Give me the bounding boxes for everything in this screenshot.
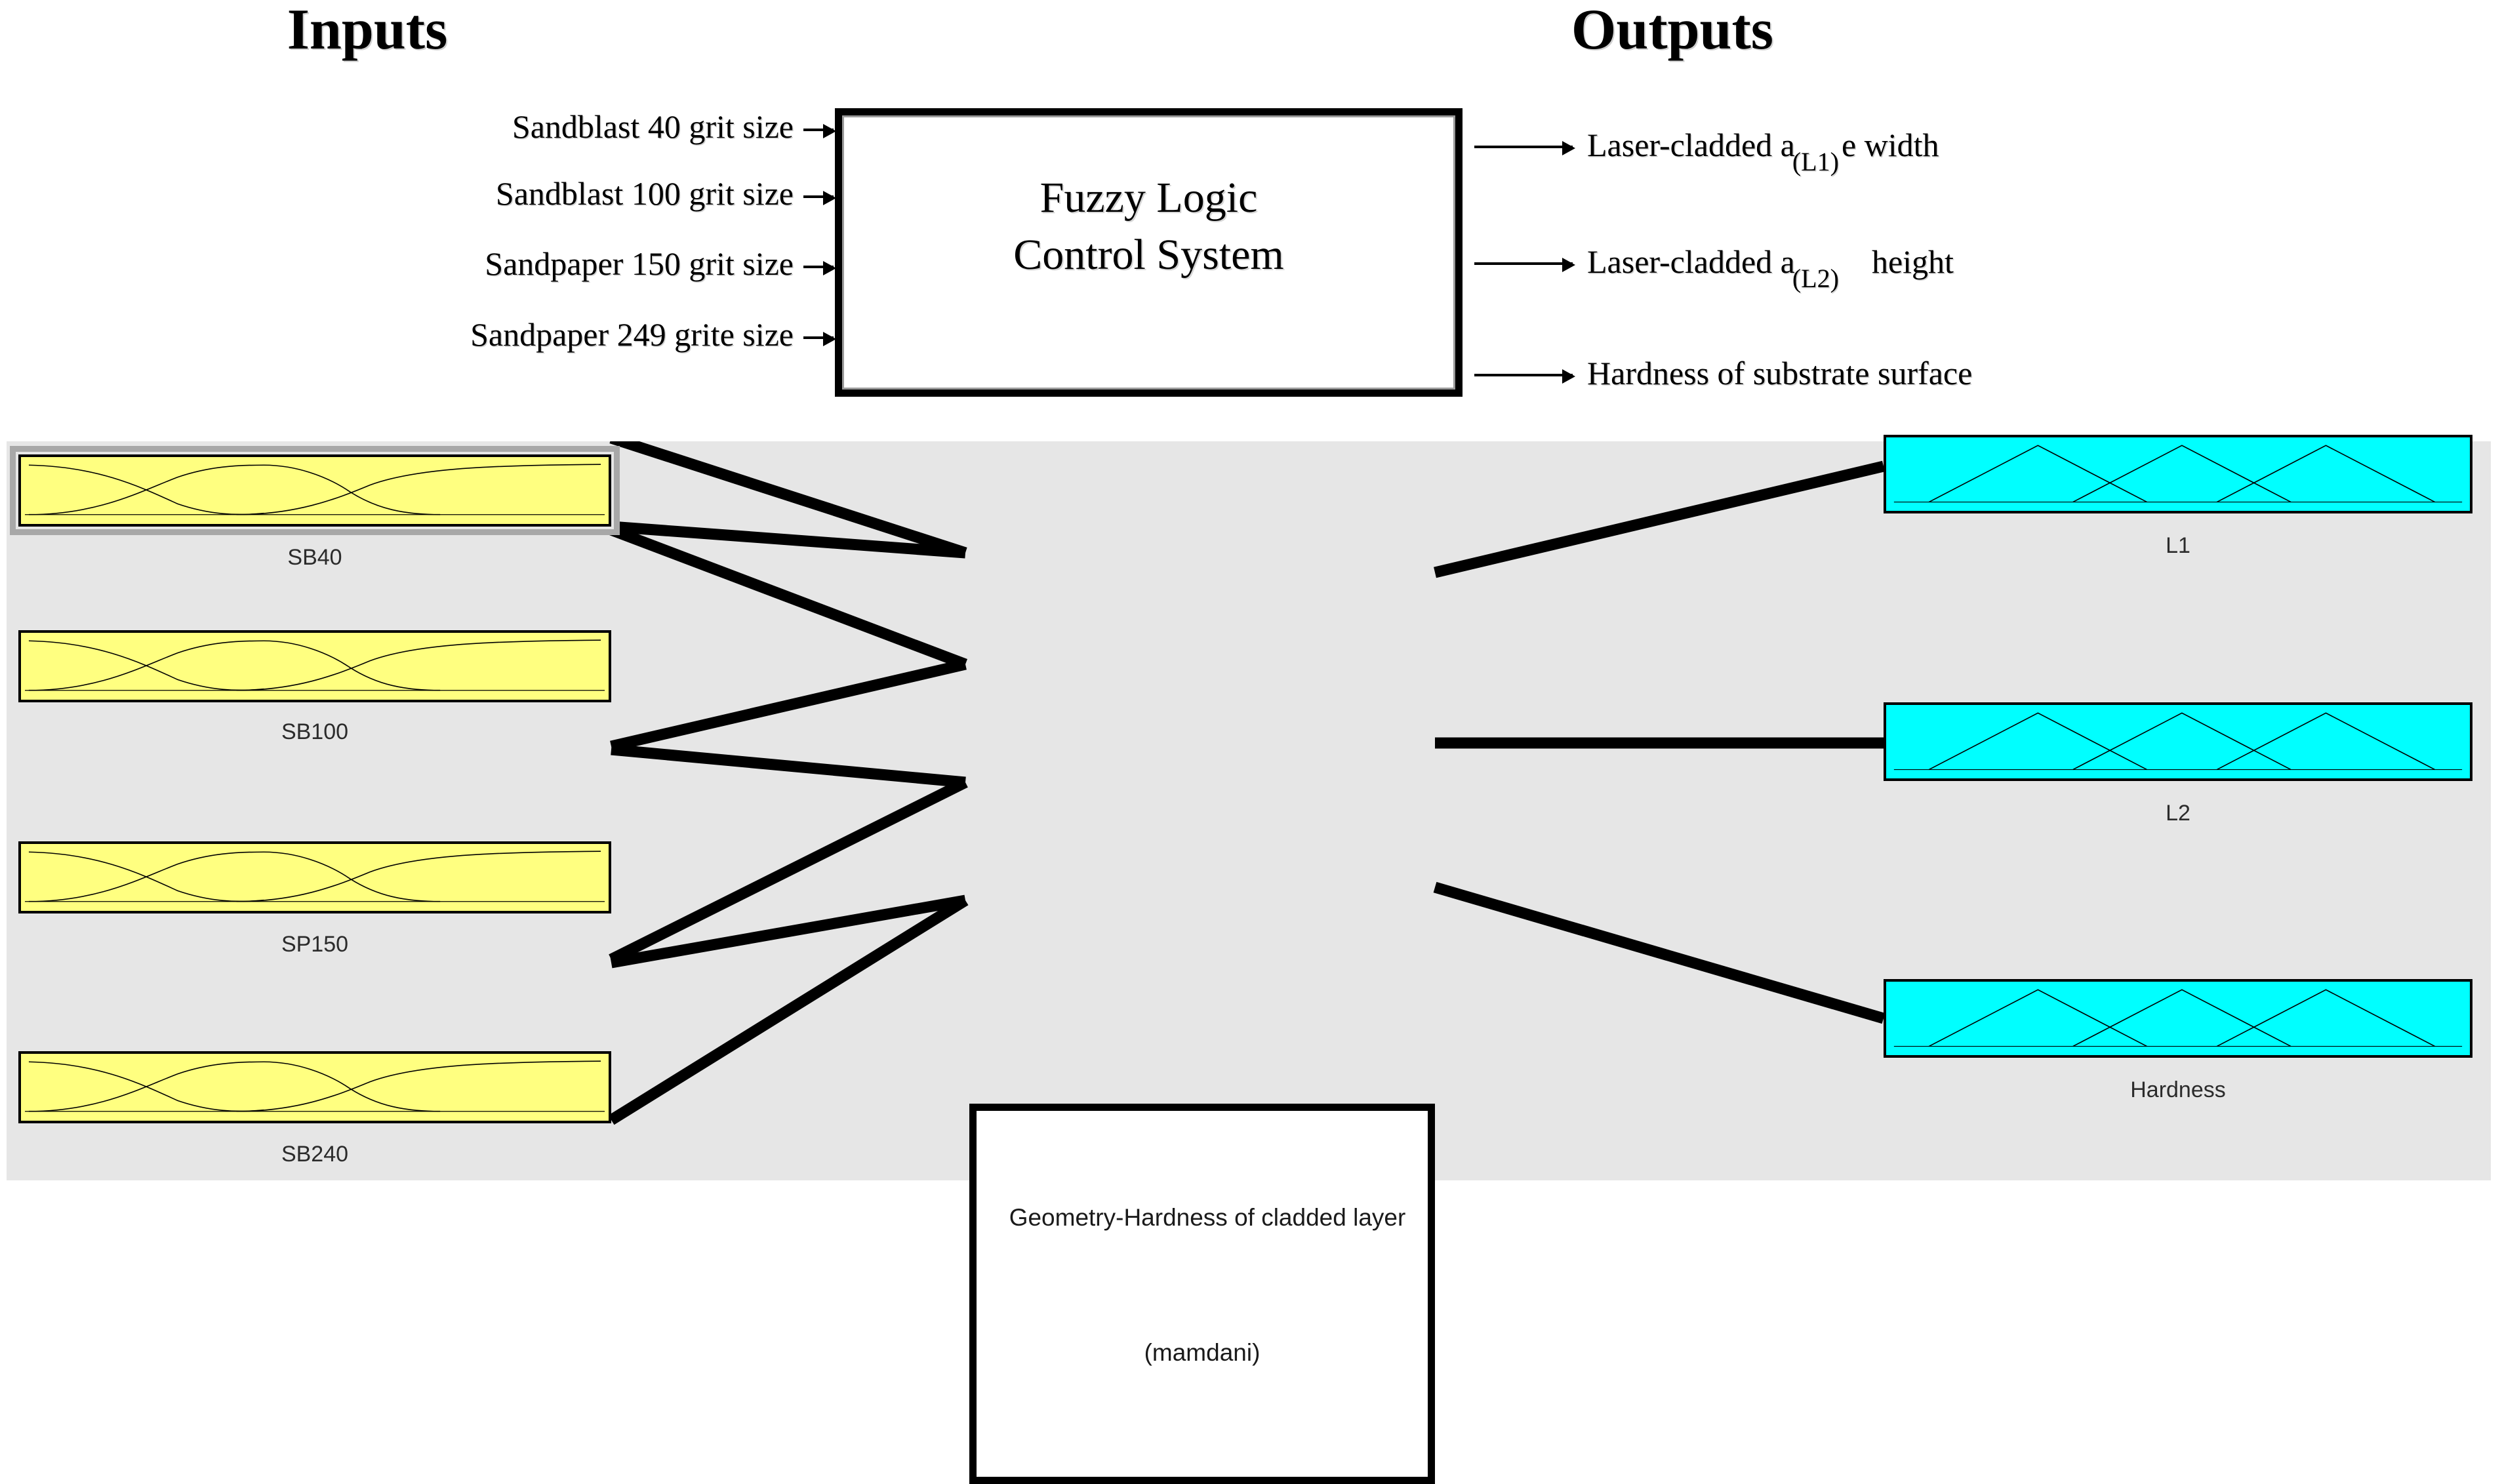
input-variable-label-sp150: SP150 [281,932,349,957]
input-label-sandpaper-249: Sandpaper 249 grite size [470,316,794,353]
gaussian-mf-plot [21,457,609,524]
input-variable-label-sb240: SB240 [281,1142,349,1167]
output-label-l2-suffix: height [1871,243,1954,280]
output-label-l2-prefix: Laser-cladded a [1587,243,1795,280]
output-label-l2: Laser-cladded a(L2) height [1587,243,1954,292]
block-diagram: Inputs Outputs Sandblast 40 grit size Sa… [0,0,2502,433]
rule-block-title: Geometry-Hardness of cladded layer [1009,1204,1406,1231]
output-arrow-1 [1474,141,1575,155]
box-inner-border [842,115,1455,390]
rule-block[interactable]: Geometry-Hardness of cladded layer (mamd… [969,1104,1435,1484]
system-box-line-1: Fuzzy Logic [1039,174,1258,222]
output-variable-box-l2[interactable] [1884,702,2472,781]
fuzzy-logic-control-system-box: Fuzzy Logic Control System [835,108,1463,397]
output-arrow-2 [1474,258,1575,272]
input-variable-box-sb100[interactable] [18,630,611,702]
output-arrow-3 [1474,369,1575,384]
fis-editor-panel: SB40 SB100 SP150 SB240 Geometry-Hardness… [7,435,2491,1484]
input-arrow-1 [803,124,836,138]
gaussian-mf-plot [21,1054,609,1121]
output-variable-box-l1[interactable] [1884,435,2472,513]
input-variable-label-sb100: SB100 [281,719,349,744]
inputs-heading: Inputs [287,0,448,62]
output-label-l1-suffix: e width [1841,127,1939,163]
input-variable-box-sp150[interactable] [18,841,611,913]
rule-block-type: (mamdani) [1144,1339,1261,1366]
input-label-sandblast-100: Sandblast 100 grit size [495,175,794,212]
input-variable-label-sb40: SB40 [287,545,342,570]
input-variable-box-sb240[interactable] [18,1051,611,1123]
system-box-label: Fuzzy Logic Control System [842,169,1455,283]
output-label-l1: Laser-cladded a(L1)e width [1587,127,1939,175]
input-arrow-3 [803,261,836,275]
triangular-mf-plot [1886,437,2470,511]
input-variable-box-sb40[interactable] [10,446,620,535]
gaussian-mf-plot [21,844,609,911]
input-arrow-4 [803,332,836,346]
output-variable-label-hardness: Hardness [2130,1077,2226,1102]
output-label-hardness: Hardness of substrate surface [1587,355,1973,391]
output-label-l1-sub: (L1) [1792,147,1839,176]
system-box-line-2: Control System [1013,231,1284,279]
output-variable-label-l2: L2 [2166,801,2190,826]
output-label-l1-prefix: Laser-cladded a [1587,127,1795,163]
input-arrow-2 [803,191,836,205]
input-label-sandpaper-150: Sandpaper 150 grit size [485,245,794,282]
input-label-sandblast-40: Sandblast 40 grit size [512,108,794,145]
triangular-mf-plot [1886,705,2470,778]
gaussian-mf-plot [21,633,609,700]
output-variable-box-hardness[interactable] [1884,979,2472,1058]
outputs-heading: Outputs [1571,0,1774,62]
output-variable-label-l1: L1 [2166,533,2190,558]
triangular-mf-plot [1886,982,2470,1055]
output-label-l2-sub: (L2) [1792,264,1839,293]
